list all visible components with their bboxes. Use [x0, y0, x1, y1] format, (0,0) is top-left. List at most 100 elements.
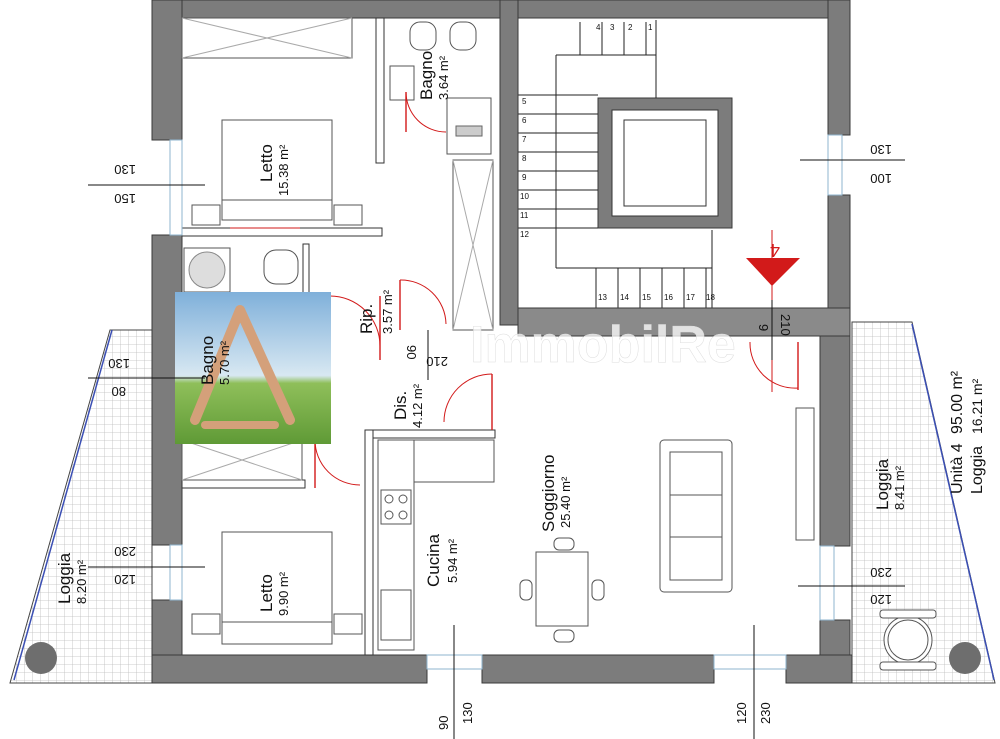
room-area: 25.40 m²: [558, 476, 573, 528]
dimension-label: 120: [734, 702, 749, 724]
room-label-loggia-left: Loggia 8.20 m²: [55, 552, 89, 604]
dimension-label: 150: [114, 191, 136, 206]
room-name: Dis.: [391, 391, 410, 420]
room-label-soggiorno: Soggiorno 25.40 m²: [539, 454, 573, 532]
room-area: 15.38 m²: [276, 144, 291, 196]
wardrobe: [181, 17, 353, 481]
step-number: 11: [520, 211, 529, 220]
room-label-dis: Dis. 4.12 m²: [391, 383, 425, 428]
section-marker-label: 4: [770, 240, 780, 260]
step-number: 18: [706, 293, 715, 302]
dimension-labels: 130 150 130 80 230 120 130 100 230 120 9…: [108, 142, 892, 730]
step-number: 17: [686, 293, 695, 302]
bidet-icon: [409, 21, 437, 51]
step-number: 16: [664, 293, 673, 302]
room-label-cucina: Cucina 5.94 m²: [424, 534, 460, 587]
room-area: 3.57 m²: [380, 289, 395, 334]
unit-title: Unità 4: [949, 443, 966, 494]
room-name: Letto: [257, 574, 276, 612]
tv-unit: [795, 407, 815, 541]
step-number: 3: [610, 23, 615, 32]
unit-loggia-area: 16.21 m²: [969, 378, 985, 434]
room-area: 5.94 m²: [445, 538, 460, 583]
room-area: 5.70 m²: [217, 340, 232, 385]
step-number: 8: [522, 154, 527, 163]
stairwell: 4 3 2 1 5 6 7 8 9 10 11 12 13 14 15 16 1…: [518, 18, 828, 392]
windows: [169, 134, 843, 670]
dimension-label: 100: [870, 171, 892, 186]
double-bed-icon: [191, 531, 363, 645]
room-name: Loggia: [55, 552, 74, 604]
sofa-icon: [659, 439, 733, 593]
dimension-label: 130: [108, 356, 130, 371]
dimension-label: 80: [112, 384, 126, 399]
step-number: 15: [642, 293, 651, 302]
toilet-icon: [263, 249, 299, 285]
room-name: Bagno: [417, 51, 436, 100]
kitchen-counter: [377, 439, 495, 651]
room-name: Rip.: [357, 304, 376, 334]
step-number: 12: [520, 230, 529, 239]
round-table-icon: [879, 609, 937, 671]
dimension-marks: [88, 159, 905, 739]
dimension-label: 130: [870, 142, 892, 157]
dimension-label: 230: [758, 702, 773, 724]
unit-summary: Unità 4 95.00 m² Loggia 16.21 m²: [949, 370, 986, 494]
step-number: 13: [598, 293, 607, 302]
loggia-left: [9, 329, 153, 684]
step-number: 10: [520, 192, 529, 201]
dining-table-icon: [519, 537, 605, 643]
dimension-label: 230: [870, 565, 892, 580]
unit-area: 95.00 m²: [949, 370, 966, 434]
walls: [151, 0, 853, 684]
step-number: 5: [522, 97, 527, 106]
room-label-loggia-right: Loggia 8.41 m²: [873, 458, 907, 510]
logo-image: [175, 292, 331, 444]
room-name: Letto: [257, 144, 276, 182]
dimension-label: 230: [114, 544, 136, 559]
step-number: 14: [620, 293, 629, 302]
double-bed-icon: [191, 119, 363, 226]
dimension-label: 130: [460, 702, 475, 724]
room-label-bagno-left: Bagno 5.70 m²: [198, 336, 232, 385]
dimension-label: 120: [870, 592, 892, 607]
dimension-label: 210: [426, 354, 448, 369]
watermark: ImmobilRe: [470, 316, 736, 374]
loggia-right: [851, 321, 996, 684]
stair-steps: [518, 22, 707, 308]
bathroom-fixtures: [183, 247, 299, 293]
room-area: 3.64 m²: [436, 55, 451, 100]
room-area: 4.12 m²: [410, 383, 425, 428]
bathroom-fixtures: [389, 21, 494, 331]
plant-pot-icon: [25, 642, 57, 674]
dimension-label: 120: [114, 572, 136, 587]
room-label-letto-bottom: Letto 9.90 m²: [257, 571, 291, 616]
step-number: 6: [522, 116, 527, 125]
step-number: 7: [522, 135, 527, 144]
plant-pot-icon: [949, 642, 981, 674]
stove-icon: [380, 489, 412, 525]
unit-loggia-label: Loggia: [969, 446, 986, 494]
dimension-label: 90: [436, 716, 451, 730]
room-name: Bagno: [198, 336, 217, 385]
room-label-letto-top: Letto 15.38 m²: [257, 144, 291, 196]
room-label-bagno-top: Bagno 3.64 m²: [417, 51, 451, 100]
step-number: 2: [628, 23, 633, 32]
step-number: 9: [522, 173, 527, 182]
step-number: 4: [596, 23, 601, 32]
sink-icon: [389, 65, 415, 101]
dimension-label: 130: [114, 162, 136, 177]
doors: [230, 91, 799, 488]
room-label-rip: Rip. 3.57 m²: [357, 289, 395, 334]
dimension-label: 210: [778, 314, 793, 336]
room-name: Cucina: [424, 534, 443, 587]
dimension-label: 90: [404, 345, 419, 359]
room-area: 9.90 m²: [276, 571, 291, 616]
room-name: Loggia: [873, 458, 892, 510]
dimension-label: 9: [756, 324, 771, 331]
sink-icon: [380, 589, 412, 641]
toilet-icon: [449, 21, 477, 51]
room-name: Soggiorno: [539, 454, 558, 532]
room-area: 8.20 m²: [74, 559, 89, 604]
